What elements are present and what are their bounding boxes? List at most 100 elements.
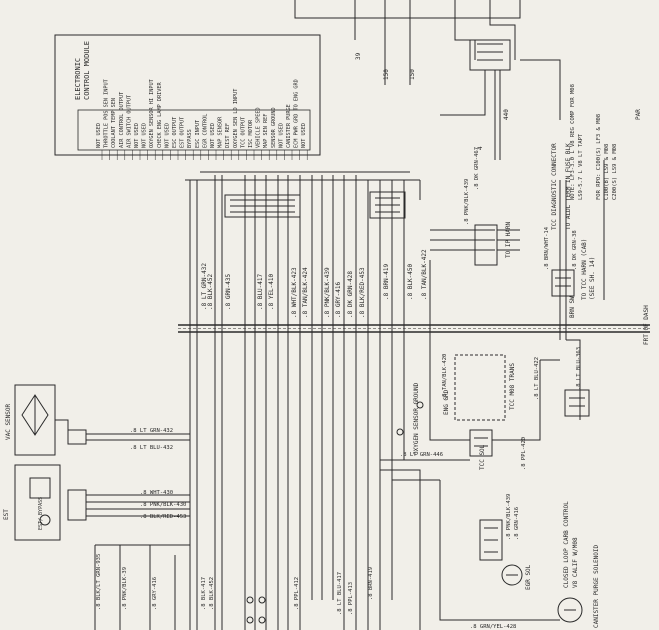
wire-label: .8 YEL-410	[268, 273, 275, 310]
vac-sensor	[14, 384, 190, 456]
ecm-pin-label: OXYGEN SENSOR HI INPUT	[149, 79, 155, 148]
main-harness	[185, 171, 520, 630]
ecm-pin-label: MAP SEN REF	[263, 114, 269, 148]
wire-label: .8 LT GRN-432	[130, 428, 173, 434]
wire-label: .8 LT BLU-363	[576, 347, 582, 390]
page-ref: PAR	[635, 109, 642, 120]
ecm-pin-label: AIR SWITCH OUTPUT	[126, 95, 132, 148]
trunk-wire-labels: .8 LT GRN-432 .8 BLK-452 .8 GRN-435 .8 B…	[201, 147, 480, 318]
note-top2: LS9-5.7 L V8 LT TAPT	[578, 133, 584, 200]
ecm-outline	[54, 34, 321, 156]
est-sub-label: EST/ BYPASS	[38, 497, 44, 530]
wire-label: .8 WHT-430	[140, 490, 173, 496]
closed-loop-label-2: V8 CALIF W/M08	[572, 537, 579, 588]
wire-label: .8 TAN/BLK-422	[421, 249, 428, 300]
tcc-harn-sub-label: (SEE SH. 14)	[589, 257, 596, 300]
wire-label: .8 PPL-412	[294, 577, 300, 610]
ecm-pin-label: CANISTER PURGE	[286, 104, 292, 148]
wire-label: .8 GRY-416	[152, 577, 158, 610]
ecm-pin-strip	[77, 109, 311, 151]
tcc-sol-label: TCC SOL	[479, 444, 486, 470]
ecm-pin-label: OXYGEN SEN LO INPUT	[233, 89, 239, 148]
ecm-pin-label: EST OUTPUT	[180, 117, 186, 148]
est-label: EST	[3, 509, 10, 520]
note-rpo2: C100(B) LS9 & M08	[604, 144, 610, 200]
ecm-pin-label: NOT USED	[210, 123, 216, 148]
tcc-diagnostic-area	[551, 160, 605, 420]
wire-label: .8 BLK-417	[201, 577, 207, 610]
wire-label: .8 PNK/BLK-430	[140, 502, 186, 508]
vac-sensor-label: VAC SENSOR	[5, 403, 12, 440]
tcc-diag-sub-label: TO ALDL TERM IN FUSE BLK	[565, 143, 572, 230]
wire-label: .8 PPL-420	[521, 437, 527, 470]
brn-sw-label: BRN SW	[569, 296, 576, 318]
wire-num-150b: 150	[409, 69, 416, 80]
note-rpo: FOR RPO: C100(S) LF3 & M08	[596, 114, 602, 200]
wire-num-150: 150	[383, 69, 390, 80]
wire-label: .8 DK GRN-428	[347, 271, 354, 318]
ecm-pin-label: VEHICLE SPEED	[256, 107, 262, 148]
wire-label: .8 TAN/BLK-420	[442, 354, 448, 400]
ecm-title-2: CONTROL MODULE	[83, 41, 91, 100]
tcc-harn-label: TO TCC HARN (CAB)	[581, 239, 588, 300]
ecm-pin-label: NOT USED	[142, 123, 148, 148]
frt-of-dash-label: FRT OF DASH	[643, 305, 650, 345]
wire-label: .8 LT GRN-432	[201, 263, 208, 310]
wire-label: .8 BRN-419	[368, 567, 374, 600]
wire-label: .8 BLK-452	[209, 577, 215, 610]
wire-label: .8 BRN/WHT-14	[544, 226, 550, 270]
ecm-pin-label: NOT USED	[301, 123, 307, 148]
wire-num-4: 4	[477, 146, 484, 150]
wire-label: .8 GRN-416	[514, 507, 520, 540]
wire-label: .8 BLK/RED-453	[140, 514, 186, 520]
ecm-pin-label: ISC MOTOR	[248, 119, 254, 148]
ecm-pin-label: ESC OUTPUT	[172, 117, 178, 148]
note-rpo3: C200(S) LS9 & M08	[612, 144, 618, 200]
wire-label: .8 PPL-413	[348, 582, 354, 615]
est-module	[14, 464, 190, 541]
wire-label: .8 BRN-419	[383, 263, 390, 300]
ecm-pin-label: NOT USED	[134, 123, 140, 148]
wire-label: .8 GRN/YEL-428	[470, 624, 516, 630]
wire-label: .8 WHT/BLK-423	[291, 267, 298, 318]
to-ip-harn-label: TO IP HARN	[505, 221, 512, 258]
ecm-pin-label: NOT USED	[164, 123, 170, 148]
ecm-pin-label: DIST REF	[225, 123, 231, 148]
wire-label: .8 PNK/BLK-439	[324, 267, 331, 318]
wire-label: .8 GRN-435	[225, 273, 232, 310]
tcc-m08-label: TCC M08 TRANS	[509, 363, 516, 410]
wire-label: .8 LT BLU-422	[534, 357, 540, 400]
wire-num-440: 440	[503, 109, 510, 120]
wire-label: .8 DK GRN-38	[572, 230, 578, 270]
ecm-block: ELECTRONIC CONTROL MODULE	[54, 34, 321, 156]
note-top: NOTE: LF3-3.0 L V8 REG COMP FOR M08	[570, 84, 576, 200]
wire-label: .8 BLK/LT GRN-935	[96, 554, 102, 610]
ecm-title-1: ELECTRONIC	[74, 58, 82, 100]
ecm-pin-label: MAP SENSOR	[218, 116, 224, 148]
ecm-pin-label: THROTTLE POS SEN INPUT	[104, 79, 110, 148]
wire-label: .8 LT BLU-432	[130, 445, 173, 451]
bottom-left-wires	[94, 544, 266, 630]
wire-label: .8 GRY-416	[335, 281, 342, 318]
ecm-pin-label: ECM PWR GRD TO ENG GRD	[294, 79, 300, 148]
ecm-pin-label: NOT USED	[96, 123, 102, 148]
canister-sol-label: CANISTER PURGE SOLENOID	[593, 545, 600, 628]
wire-label: .8 PNK/BLK-439	[464, 179, 470, 225]
wire-label: .8 PNK/BLK-439	[506, 494, 512, 540]
tcc-sol-area	[396, 354, 560, 457]
wire-label: .8 LT BLU-417	[337, 572, 343, 615]
ecm-pin-label: AIR CONTROL OUTPUT	[119, 92, 125, 148]
wire-label: .8 BLK-452	[207, 273, 214, 310]
eng-grd-label: ENG GRD	[443, 389, 450, 415]
wire-label: .8 DK GRN-467	[474, 147, 480, 190]
wire-label: .8 LT GRN-446	[400, 452, 443, 458]
dash-bulkhead	[178, 324, 650, 333]
wire-label: .8 TAN/BLK-424	[302, 267, 309, 318]
tcc-diag-label: TCC DIAGNOSTIC CONNECTOR	[551, 143, 558, 230]
oxygen-sensor-label: OXYGEN SENSOR GROUND	[413, 382, 420, 455]
ecm-pin-label: ESC INPUT	[195, 120, 201, 148]
wire-label: .8 BLU-417	[257, 273, 264, 310]
